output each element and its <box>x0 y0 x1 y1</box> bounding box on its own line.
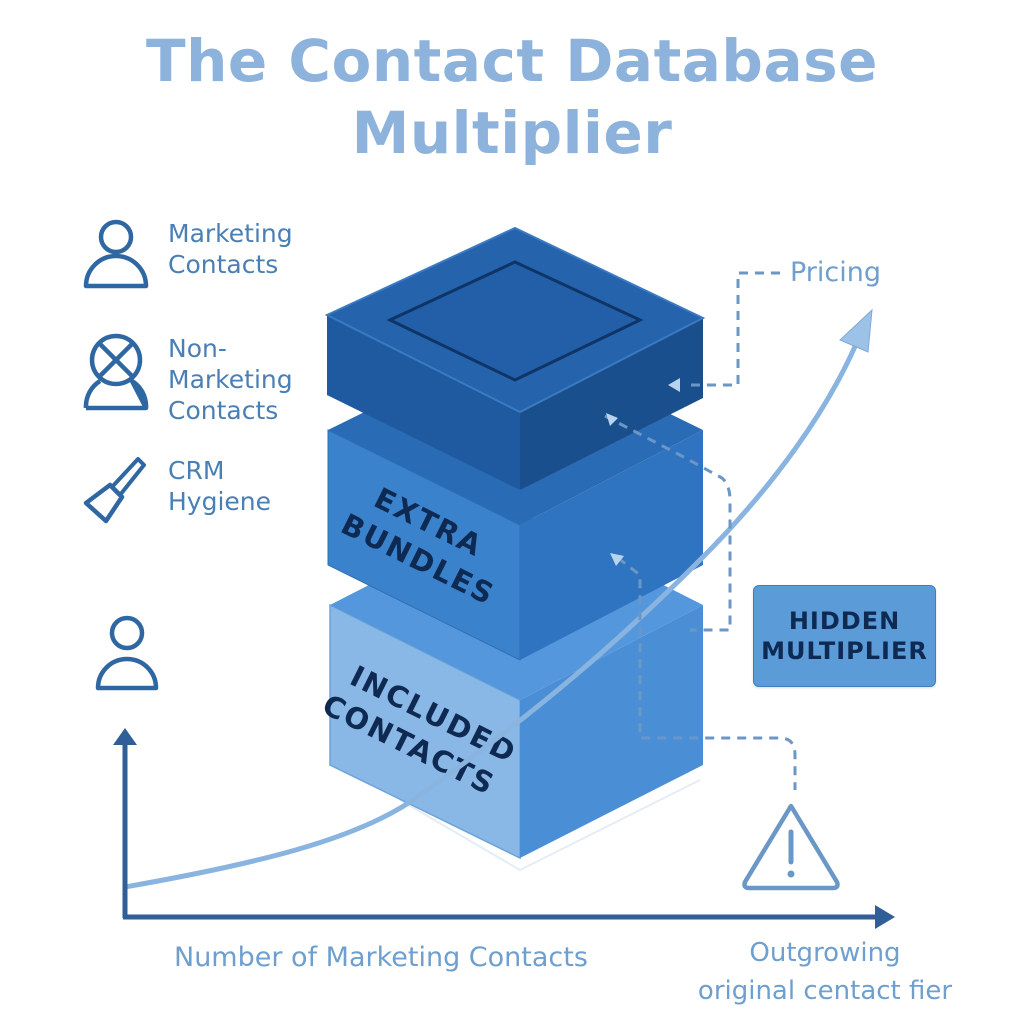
block-top-right-face <box>520 318 703 490</box>
diagram-title-line-1: The Contact Database <box>146 27 878 95</box>
warning-caption-line-2: original centact fier <box>697 976 953 1006</box>
block-top-pricing <box>324 226 706 490</box>
legend-label-line: Contacts <box>168 396 279 425</box>
block-middle-right-face <box>520 430 703 660</box>
hidden-multiplier-line-1: HIDDEN <box>788 607 901 635</box>
legend-item-non-marketing-contacts: Non- Marketing Contacts <box>80 333 293 426</box>
chart-axes <box>113 728 895 929</box>
legend-item-crm-hygiene: CRM Hygiene <box>80 455 271 527</box>
warning-caption-line-1: Outgrowing <box>749 938 901 968</box>
person-icon <box>95 615 159 691</box>
x-axis-label: Number of Marketing Contacts <box>174 942 588 973</box>
warning-arrow-tip <box>610 553 624 566</box>
legend-label-line: Contacts <box>168 250 279 279</box>
legend-label-line: Marketing <box>168 365 293 394</box>
warning-icon <box>742 803 840 891</box>
growth-curve-arrowhead <box>839 308 873 353</box>
hidden-multiplier-line-2: MULTIPLIER <box>761 637 928 665</box>
block-bottom-right-face <box>520 605 703 858</box>
legend-label-line: Marketing <box>168 219 293 248</box>
diagram-title-line-2: Multiplier <box>351 99 673 167</box>
legend-label-line: CRM <box>168 456 225 485</box>
x-axis-arrowhead <box>875 905 895 929</box>
block-top-left-face <box>327 315 520 490</box>
hidden-multiplier-badge: HIDDEN MULTIPLIER <box>753 585 936 687</box>
legend-label-non-marketing-contacts: Non- Marketing Contacts <box>168 333 293 426</box>
stack-shadow <box>399 779 701 872</box>
warning-caption: Outgrowing original centact fier <box>695 934 955 1010</box>
legend-label-line: Non- <box>168 334 227 363</box>
dashed-connectors <box>604 271 797 790</box>
pricing-connector <box>690 271 780 387</box>
legend-label-marketing-contacts: Marketing Contacts <box>168 218 293 280</box>
legend-label-line: Hygiene <box>168 487 272 516</box>
legend-item-marketing-contacts: Marketing Contacts <box>80 218 293 290</box>
block-top-inset-square <box>386 260 644 382</box>
pricing-label: Pricing <box>790 257 882 288</box>
y-axis-arrowhead <box>113 728 137 745</box>
brush-icon <box>83 457 146 524</box>
warning-connector <box>617 556 797 790</box>
person-icon <box>83 219 149 289</box>
pricing-arrow-tip <box>668 378 680 392</box>
multiplier-arrow-tip <box>606 413 618 426</box>
growth-curve <box>122 327 865 890</box>
legend-label-crm-hygiene: CRM Hygiene <box>168 455 271 517</box>
person-crossed-icon <box>83 333 149 411</box>
hidden-multiplier-connector <box>604 414 732 632</box>
